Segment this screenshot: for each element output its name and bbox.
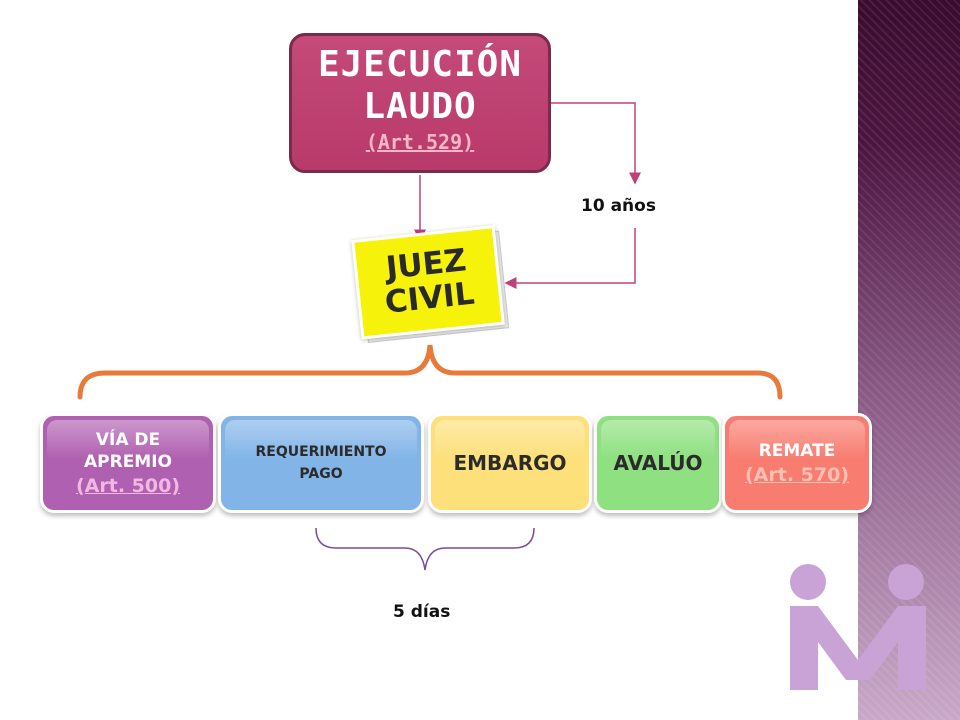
step-label: EMBARGO [453, 451, 567, 475]
step-article-link[interactable]: (Art. 500) [75, 475, 181, 497]
step-avaluo: AVALÚO [594, 413, 722, 513]
step-requerimiento-pago: REQUERIMIENTO PAGO [218, 413, 424, 513]
main-title-line2: LAUDO [363, 86, 477, 127]
decorative-side-panel [858, 0, 960, 720]
step-label: REQUERIMIENTO PAGO [255, 444, 387, 482]
connectors-layer [77, 102, 783, 571]
main-title-line1: EJECUCIÓN [317, 44, 523, 85]
brace-top [77, 344, 783, 400]
step-via-de-apremio: VÍA DE APREMIO (Art. 500) [40, 413, 216, 513]
logo-left-dot [790, 564, 826, 600]
time-limit-label: 10 años [581, 196, 656, 216]
step-label: AVALÚO [613, 451, 703, 475]
step-remate: REMATE (Art. 570) [722, 413, 872, 513]
step-embargo: EMBARGO [428, 413, 592, 513]
step-article-link[interactable]: (Art. 570) [744, 464, 850, 486]
juez-civil-note: JUEZ CIVIL [351, 224, 511, 343]
logo-right-dot [888, 564, 924, 600]
connector-years-to-court [504, 228, 636, 289]
juez-civil-box: JUEZ CIVIL [351, 225, 505, 340]
logo-shape [790, 606, 926, 690]
brace-bottom [315, 527, 535, 571]
connector-main-to-years [551, 102, 641, 185]
step-label: REMATE [758, 441, 836, 461]
duration-label: 5 días [393, 602, 451, 622]
ejecucion-laudo-box: EJECUCIÓN LAUDO (Art.529) [289, 33, 551, 173]
main-article-link[interactable]: (Art.529) [365, 130, 475, 154]
logo-mark [790, 564, 926, 690]
step-label: VÍA DE APREMIO [83, 430, 172, 472]
